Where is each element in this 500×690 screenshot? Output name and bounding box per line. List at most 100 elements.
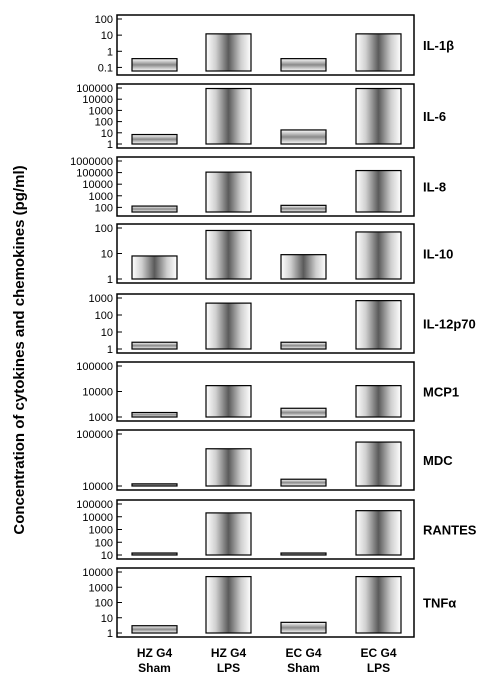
panel-label: RANTES (423, 523, 477, 538)
bar (131, 411, 178, 418)
bar (355, 33, 402, 72)
y-tick-label: 100 (95, 310, 113, 322)
x-category-label: HZ G4 (211, 646, 247, 660)
y-tick-label: 10000 (82, 481, 113, 493)
bar (131, 255, 178, 280)
bar (131, 205, 178, 213)
panel-frame (116, 83, 415, 149)
bar (205, 448, 252, 487)
y-tick-label: 10 (101, 249, 113, 261)
y-tick-label: 1 (107, 46, 113, 58)
bar (280, 254, 327, 280)
y-tick-label: 1 (107, 344, 113, 356)
bar (280, 204, 327, 213)
y-tick-label: 100 (95, 598, 113, 610)
y-tick-label: 10000 (82, 387, 113, 399)
panel-label: IL-8 (423, 180, 446, 195)
y-tick-label: 1000000 (70, 156, 113, 168)
bar (280, 478, 327, 487)
bar (280, 129, 327, 145)
panel-frame (116, 293, 415, 354)
y-tick-label: 1000 (89, 412, 113, 424)
y-tick-label: 100000 (76, 499, 113, 511)
bar (280, 552, 327, 556)
bar (355, 441, 402, 487)
bar (205, 302, 252, 350)
panel-5: 100000 10000 1000 MCP1 (76, 361, 459, 424)
y-tick-label: 100 (95, 537, 113, 549)
y-tick-label: 100 (95, 14, 113, 26)
bar (280, 58, 327, 72)
bar (205, 87, 252, 145)
panel-frame (116, 156, 415, 217)
x-category-label: LPS (367, 661, 390, 675)
y-tick-label: 10 (101, 30, 113, 42)
bar (355, 575, 402, 634)
bar (205, 171, 252, 213)
y-tick-label: 1 (107, 628, 113, 640)
panel-6: 100000 10000 MDC (76, 429, 453, 493)
panel-0: 100 10 1 0.1 IL-1β (95, 14, 454, 76)
panel-frame (116, 14, 415, 76)
bar (131, 625, 178, 634)
panel-label: IL-6 (423, 109, 446, 124)
panel-label: IL-12p70 (423, 317, 476, 332)
x-category-label: EC G4 (360, 646, 396, 660)
bar (131, 341, 178, 350)
bar (355, 231, 402, 280)
y-tick-label: 1000 (89, 191, 113, 203)
y-tick-label: 100 (95, 202, 113, 214)
y-tick-label: 10000 (82, 94, 113, 106)
panel-label: TNFα (423, 596, 456, 611)
bar (205, 575, 252, 634)
x-category-label: LPS (217, 661, 240, 675)
bar (280, 407, 327, 418)
bar (205, 33, 252, 72)
x-category-label: EC G4 (285, 646, 321, 660)
y-tick-label: 1000 (89, 525, 113, 537)
y-tick-label: 0.1 (98, 62, 113, 74)
y-tick-label: 10 (101, 327, 113, 339)
y-axis-label: Concentration of cytokines and chemokine… (11, 165, 28, 534)
y-tick-label: 100 (95, 223, 113, 235)
bar (205, 385, 252, 418)
bar (205, 512, 252, 556)
y-tick-label: 10000 (82, 179, 113, 191)
x-category-label: Sham (287, 661, 320, 675)
panel-label: IL-1β (423, 38, 454, 53)
y-tick-label: 10 (101, 550, 113, 562)
bar (355, 510, 402, 556)
x-category-label: HZ G4 (137, 646, 173, 660)
panel-label: MDC (423, 453, 453, 468)
bar (131, 552, 178, 556)
bar (355, 169, 402, 213)
panel-label: IL-10 (423, 247, 453, 262)
bar (280, 341, 327, 350)
y-tick-label: 10000 (82, 512, 113, 524)
panel-label: MCP1 (423, 385, 459, 400)
y-tick-label: 10000 (82, 567, 113, 579)
y-tick-label: 1000 (89, 293, 113, 305)
bar (205, 229, 252, 280)
bar (131, 133, 178, 145)
bar (355, 385, 402, 418)
y-tick-label: 100000 (76, 83, 113, 95)
bar (355, 87, 402, 145)
panel-3: 100 10 1 IL-10 (95, 223, 454, 286)
y-tick-label: 1 (107, 274, 113, 286)
bar (131, 58, 178, 72)
y-tick-label: 100000 (76, 168, 113, 180)
panel-4: 1000 100 10 1 IL-12p70 (89, 293, 476, 356)
y-tick-label: 10 (101, 613, 113, 625)
y-tick-label: 100000 (76, 429, 113, 441)
panel-frame (116, 429, 415, 491)
y-tick-label: 1000 (89, 105, 113, 117)
bar (131, 483, 178, 487)
y-tick-label: 10 (101, 128, 113, 140)
y-tick-label: 1 (107, 139, 113, 151)
y-tick-label: 100000 (76, 361, 113, 373)
